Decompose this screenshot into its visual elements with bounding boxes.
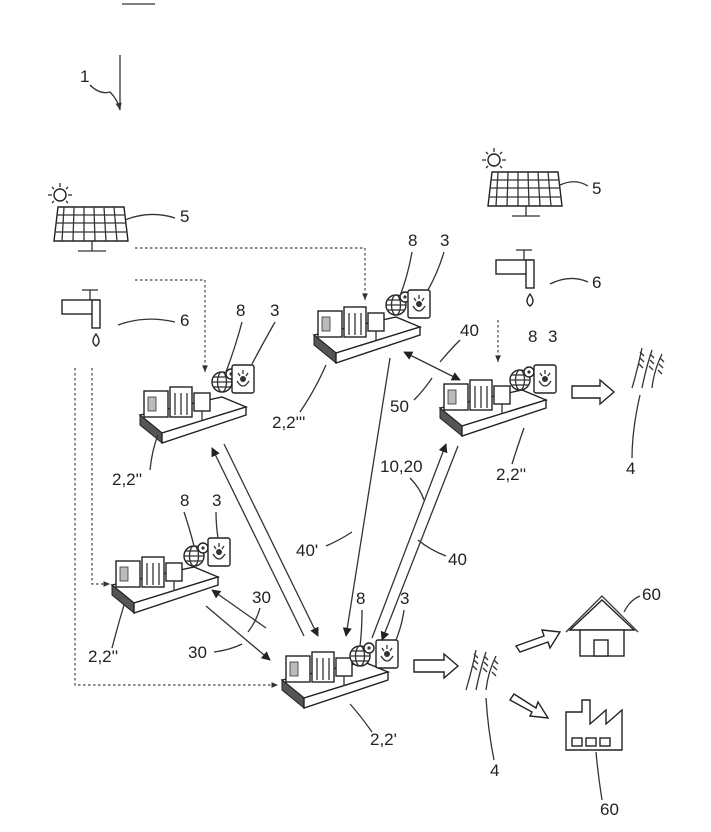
app-icon — [534, 365, 556, 393]
supply-line-solar — [135, 248, 365, 300]
label-crop-main: 4 — [490, 761, 499, 780]
supply-line-water — [135, 280, 205, 372]
label-link-30-a: 30 — [252, 588, 271, 607]
production-unit-top-center — [314, 307, 420, 363]
label-crop-right: 4 — [626, 459, 635, 478]
label-unit-mid-left: 2,2'' — [88, 647, 118, 666]
output-arrow — [414, 654, 458, 678]
label-app-1: 3 — [270, 301, 279, 320]
globe-icon — [386, 292, 410, 315]
label-link-30-b: 30 — [188, 643, 207, 662]
label-link-40-a: 40 — [460, 321, 479, 340]
water-tap-icon — [62, 290, 100, 346]
label-solar-left: 5 — [180, 207, 189, 226]
solar-panel-icon — [482, 148, 562, 216]
label-link-40-prime: 40' — [296, 541, 318, 560]
label-app-3: 3 — [548, 327, 557, 346]
label-system: 1 — [80, 67, 89, 86]
label-water-right: 6 — [592, 273, 601, 292]
factory-icon — [566, 700, 622, 750]
production-unit-main — [282, 652, 388, 708]
supply-line-water-2 — [92, 368, 110, 584]
output-arrow — [510, 694, 548, 718]
label-link-50: 50 — [390, 397, 409, 416]
globe-icon — [184, 543, 208, 566]
app-icon — [408, 290, 430, 318]
production-unit-right — [440, 380, 546, 436]
output-arrow — [572, 380, 614, 404]
label-data-2: 8 — [408, 231, 417, 250]
house-icon — [566, 596, 638, 656]
label-link-40-b: 40 — [448, 550, 467, 569]
app-icon — [232, 365, 254, 393]
label-link-10-20: 10,20 — [380, 457, 423, 476]
label-unit-top-left: 2,2'' — [112, 470, 142, 489]
production-unit-top-left — [140, 387, 246, 443]
label-unit-right: 2,2'' — [496, 465, 526, 484]
app-icon — [208, 538, 230, 566]
label-factory: 60 — [600, 800, 619, 819]
label-data-5: 8 — [356, 589, 365, 608]
label-unit-top-center: 2,2''' — [272, 413, 305, 432]
label-data-4: 8 — [180, 491, 189, 510]
link-topcenter-main — [346, 358, 390, 636]
production-unit-mid-left — [112, 557, 218, 613]
label-app-4: 3 — [212, 491, 221, 510]
app-icon — [376, 640, 398, 668]
label-solar-right: 5 — [592, 179, 601, 198]
system-indicator — [90, 55, 120, 110]
label-app-2: 3 — [440, 231, 449, 250]
output-arrow — [516, 630, 560, 652]
crop-icon — [466, 650, 498, 690]
globe-icon — [510, 367, 534, 390]
label-data-3: 8 — [528, 327, 537, 346]
label-house: 60 — [642, 585, 661, 604]
label-data-1: 8 — [236, 301, 245, 320]
label-water-left: 6 — [180, 311, 189, 330]
water-tap-icon — [496, 250, 534, 306]
solar-panel-icon — [48, 183, 128, 251]
crop-icon — [632, 348, 664, 388]
link-topleft-main-b — [224, 444, 318, 636]
label-unit-main: 2,2' — [370, 730, 397, 749]
globe-icon — [350, 643, 374, 666]
link-topcenter-right — [404, 352, 460, 380]
